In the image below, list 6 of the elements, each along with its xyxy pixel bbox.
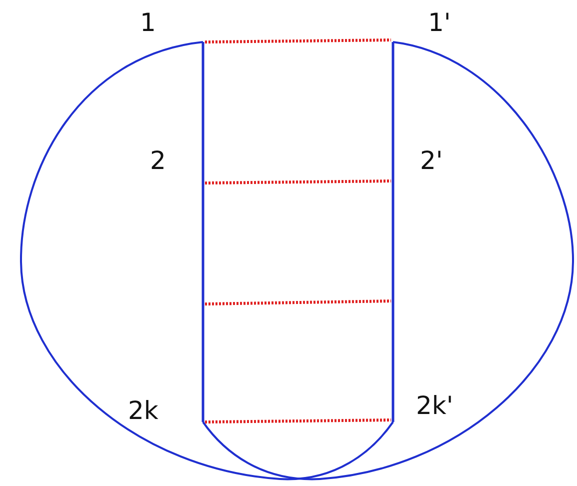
- point-label: 2k': [416, 393, 454, 418]
- point-label: 2k: [128, 398, 158, 423]
- point-label: 1': [428, 10, 451, 35]
- point-label: 2': [420, 148, 443, 173]
- point-label: 2: [150, 148, 166, 173]
- point-label: 1: [140, 10, 156, 35]
